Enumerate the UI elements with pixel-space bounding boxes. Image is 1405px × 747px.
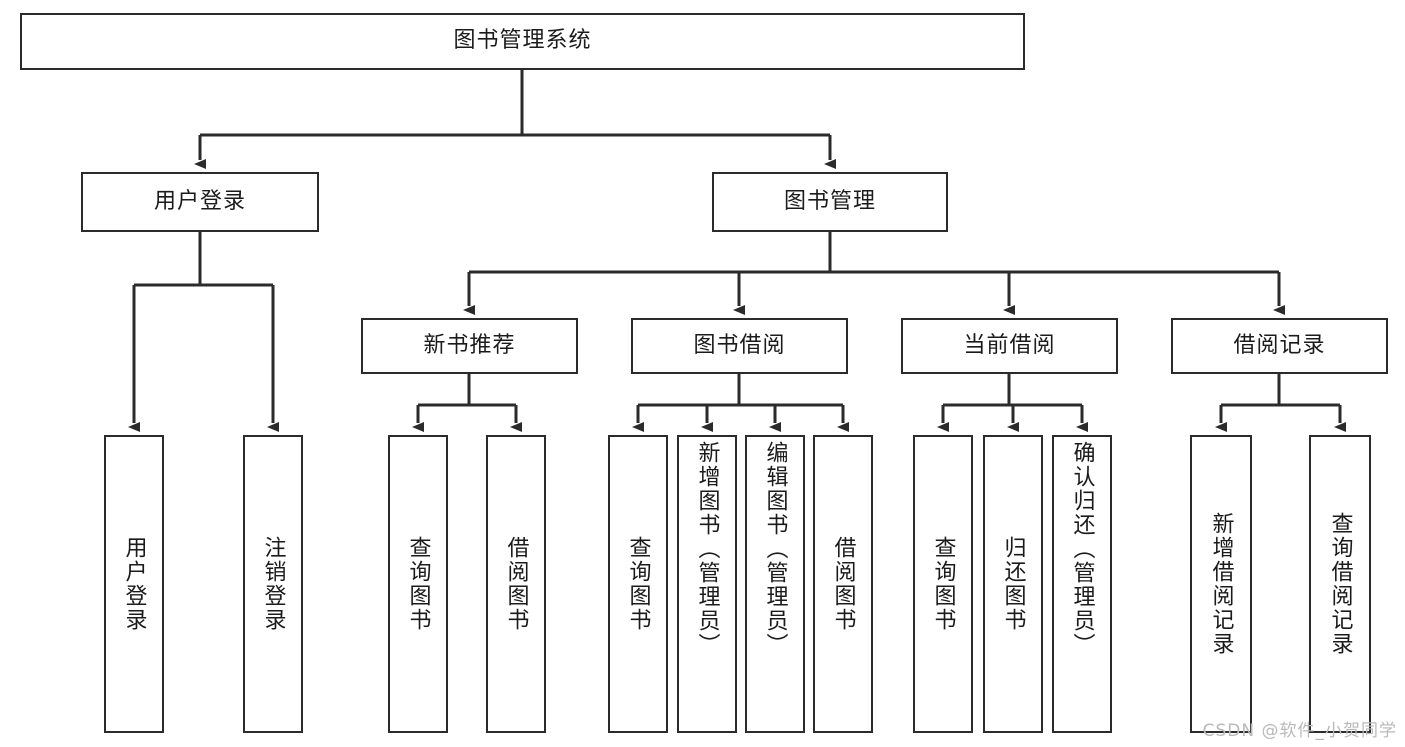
leaf-user-login-label: 用户登录 (121, 536, 147, 632)
node-new-book-recommend[interactable]: 新书推荐 (361, 318, 578, 374)
leaf-user-login[interactable]: 用户登录 (104, 435, 164, 733)
leaf-add-borrow-record-label: 新增借阅记录 (1208, 512, 1234, 656)
leaf-add-borrow-record[interactable]: 新增借阅记录 (1190, 435, 1252, 733)
leaf-add-book-label: 新增图书（管理员） (694, 441, 720, 657)
node-user-login-label: 用户登录 (153, 188, 246, 214)
node-book-borrow[interactable]: 图书借阅 (631, 318, 848, 374)
node-current-borrow[interactable]: 当前借阅 (901, 318, 1118, 374)
leaf-query-book-recommend[interactable]: 查询图书 (388, 435, 448, 733)
leaf-return-book[interactable]: 归还图书 (983, 435, 1043, 733)
leaf-edit-book[interactable]: 编辑图书（管理员） (745, 435, 805, 733)
node-book-borrow-label: 图书借阅 (693, 332, 786, 358)
node-root[interactable]: 图书管理系统 (20, 13, 1025, 70)
leaf-edit-book-label: 编辑图书（管理员） (762, 441, 788, 657)
leaf-confirm-return-label: 确认归还（管理员） (1069, 441, 1095, 657)
leaf-borrow-book[interactable]: 借阅图书 (813, 435, 873, 733)
leaf-query-borrow-record-label: 查询借阅记录 (1327, 512, 1353, 656)
leaf-return-book-label: 归还图书 (1000, 536, 1026, 632)
leaf-borrow-book-recommend[interactable]: 借阅图书 (486, 435, 546, 733)
node-borrow-record-label: 借阅记录 (1233, 332, 1326, 358)
node-user-login[interactable]: 用户登录 (81, 172, 319, 232)
leaf-logout-login[interactable]: 注销登录 (243, 435, 303, 733)
leaf-borrow-book-recommend-label: 借阅图书 (503, 536, 529, 632)
leaf-query-book-borrow-label: 查询图书 (625, 536, 651, 632)
csdn-watermark: CSDN @软件_小贺同学 (1202, 721, 1397, 741)
leaf-query-book-borrow[interactable]: 查询图书 (608, 435, 668, 733)
node-new-book-recommend-label: 新书推荐 (423, 332, 516, 358)
leaf-query-book-current-label: 查询图书 (930, 536, 956, 632)
leaf-add-book[interactable]: 新增图书（管理员） (677, 435, 737, 733)
leaf-borrow-book-label: 借阅图书 (830, 536, 856, 632)
node-book-manage-label: 图书管理 (783, 188, 876, 214)
leaf-query-book-current[interactable]: 查询图书 (913, 435, 973, 733)
leaf-query-borrow-record[interactable]: 查询借阅记录 (1309, 435, 1371, 733)
leaf-query-book-recommend-label: 查询图书 (405, 536, 431, 632)
leaf-logout-login-label: 注销登录 (260, 536, 286, 632)
node-book-manage[interactable]: 图书管理 (712, 172, 948, 232)
leaf-confirm-return[interactable]: 确认归还（管理员） (1052, 435, 1112, 733)
node-root-label: 图书管理系统 (453, 28, 592, 54)
node-borrow-record[interactable]: 借阅记录 (1171, 318, 1388, 374)
node-current-borrow-label: 当前借阅 (963, 332, 1056, 358)
